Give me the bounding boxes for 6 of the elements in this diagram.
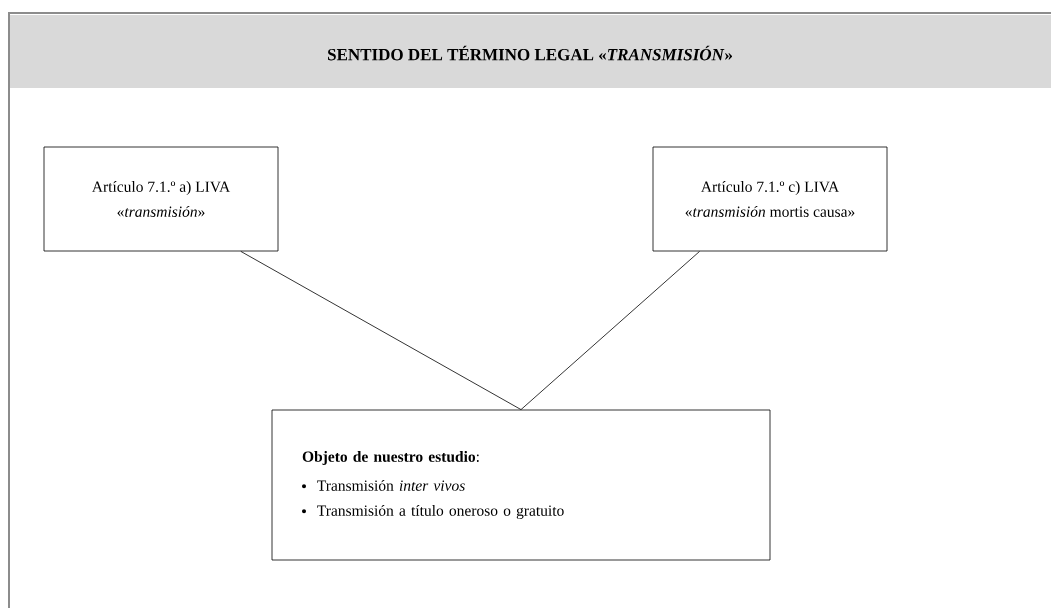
note-box: Objeto de nuestro estudio: Transmisión inter vivos Transmisión a título oneroso o gratuito [271, 409, 771, 561]
connector-line [240, 251, 522, 410]
header-band: SENTIDO DEL TÉRMINO LEGAL «TRANSMISIÓN» [10, 15, 1051, 88]
article-box: Artículo 7.1.º c) LIVA «transmisión mortis causa» [652, 146, 888, 252]
article-box: Artículo 7.1.º a) LIVA «transmisión» [43, 146, 279, 252]
connector-line [520, 251, 700, 410]
